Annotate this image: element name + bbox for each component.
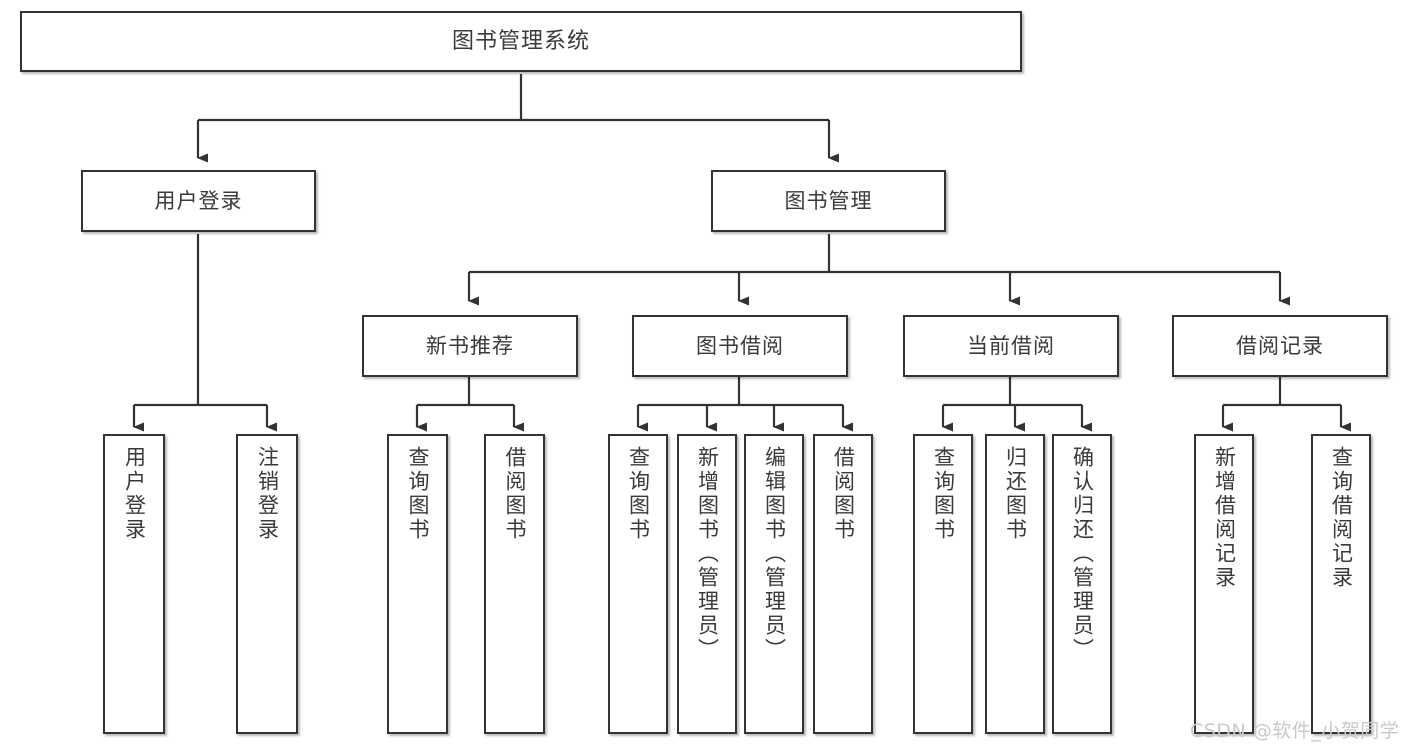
leaf-borrow-records-query[interactable]: 查询借阅记录 (1311, 434, 1371, 734)
node-label: 编辑图书（管理员） (762, 446, 787, 662)
connectors-bookborrow-to-leaves (636, 377, 853, 432)
node-label: 注销登录 (255, 446, 280, 542)
node-label: 用户登录 (122, 446, 147, 542)
node-label: 借阅记录 (1236, 333, 1324, 358)
node-label: 查询图书 (931, 446, 956, 542)
node-book-management[interactable]: 图书管理 (711, 170, 946, 232)
connectors-root-to-level1 (196, 74, 839, 163)
node-book-borrow[interactable]: 图书借阅 (632, 315, 848, 377)
connectors-userlogin-to-leaves (132, 234, 277, 432)
node-label: 图书借阅 (696, 333, 784, 358)
connectors-borrowrecords-to-leaves (1221, 377, 1351, 432)
node-label: 查询借阅记录 (1329, 446, 1354, 590)
leaf-user-login-logout[interactable]: 注销登录 (236, 434, 298, 734)
connectors-newbook-to-leaves (415, 377, 524, 432)
node-label: 归还图书 (1003, 446, 1028, 542)
leaf-book-borrow-query[interactable]: 查询图书 (608, 434, 668, 734)
leaf-new-book-borrow[interactable]: 借阅图书 (484, 434, 545, 734)
node-label: 图书管理 (784, 188, 873, 213)
node-label: 当前借阅 (967, 333, 1055, 358)
leaf-borrow-records-add[interactable]: 新增借阅记录 (1194, 434, 1254, 734)
leaf-book-borrow-borrow[interactable]: 借阅图书 (813, 434, 873, 734)
node-label: 用户登录 (154, 188, 243, 213)
node-user-login[interactable]: 用户登录 (81, 170, 316, 232)
node-label: 查询图书 (626, 446, 651, 542)
csdn-watermark: CSDN @软件_小贺同学 (1190, 720, 1400, 742)
connectors-currentborrow-to-leaves (941, 377, 1092, 432)
node-label: 新增图书（管理员） (695, 446, 720, 662)
node-borrow-records[interactable]: 借阅记录 (1172, 315, 1388, 377)
node-label: 借阅图书 (503, 446, 527, 542)
leaf-book-borrow-add[interactable]: 新增图书（管理员） (677, 434, 737, 734)
leaf-current-borrow-query[interactable]: 查询图书 (913, 434, 973, 734)
node-root-book-management-system[interactable]: 图书管理系统 (20, 11, 1022, 72)
leaf-current-borrow-return[interactable]: 归还图书 (985, 434, 1045, 734)
leaf-user-login-login[interactable]: 用户登录 (103, 434, 165, 734)
node-label: 查询图书 (406, 446, 430, 542)
leaf-current-borrow-confirm-return[interactable]: 确认归还（管理员） (1052, 434, 1112, 734)
node-label: 新书推荐 (426, 333, 514, 358)
leaf-book-borrow-edit[interactable]: 编辑图书（管理员） (744, 434, 804, 734)
leaf-new-book-query[interactable]: 查询图书 (387, 434, 448, 734)
node-label: 确认归还（管理员） (1070, 446, 1095, 662)
node-label: 新增借阅记录 (1212, 446, 1237, 590)
node-label: 图书管理系统 (451, 28, 590, 54)
connectors-bookmgmt-to-level2 (467, 234, 1290, 306)
node-current-borrow[interactable]: 当前借阅 (903, 315, 1119, 377)
node-new-book-recommend[interactable]: 新书推荐 (362, 315, 578, 377)
node-label: 借阅图书 (831, 446, 856, 542)
